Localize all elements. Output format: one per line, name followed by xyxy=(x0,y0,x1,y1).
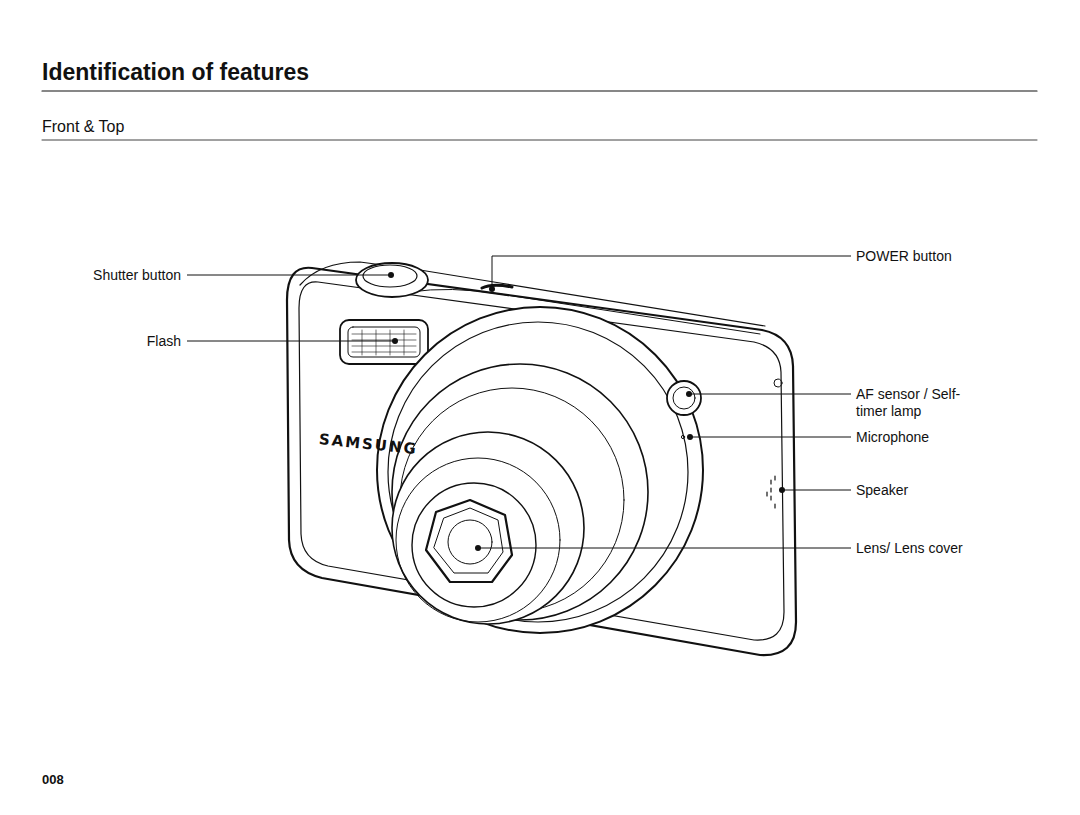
speaker-grille xyxy=(767,476,775,508)
part-label: Speaker xyxy=(856,482,908,499)
section-rule xyxy=(42,140,1037,141)
leader-dot xyxy=(475,545,481,551)
part-label: POWER button xyxy=(856,248,952,265)
leader-line xyxy=(782,490,851,491)
shutter-button xyxy=(356,263,428,297)
leader-dot xyxy=(687,434,693,440)
part-label: Flash xyxy=(147,333,181,350)
leader-line xyxy=(187,275,391,276)
power-button xyxy=(482,285,512,288)
shutter-button-top xyxy=(363,265,417,287)
leader-line xyxy=(492,256,851,289)
lens-glass xyxy=(448,520,492,564)
page-title: Identification of features xyxy=(42,59,309,87)
leader-line xyxy=(187,341,395,342)
microphone-hole xyxy=(681,435,684,438)
lens-ring-outer xyxy=(377,307,703,633)
part-label: Lens/ Lens cover xyxy=(856,540,963,557)
page-number: 008 xyxy=(42,772,64,788)
strap-lug xyxy=(774,379,782,387)
lens-cover xyxy=(426,500,512,582)
lens-barrel-1-inner xyxy=(400,388,624,612)
leader-dot xyxy=(388,272,394,278)
leader-line xyxy=(478,548,851,549)
leader-dot xyxy=(686,391,692,397)
camera-front-panel xyxy=(299,282,784,640)
part-label: Shutter button xyxy=(93,267,181,284)
af-lamp-inner xyxy=(673,387,695,409)
lens-cover-inner xyxy=(434,508,503,573)
title-rule xyxy=(42,90,1037,91)
lens-front xyxy=(412,483,536,607)
leader-dot xyxy=(779,487,785,493)
part-label: AF sensor / Self-timer lamp xyxy=(856,386,974,420)
lens-barrel-2-inner xyxy=(396,458,560,622)
flash-inner xyxy=(348,327,420,357)
leader-dot xyxy=(392,338,398,344)
leader-line xyxy=(690,437,851,438)
leader-line xyxy=(689,394,851,395)
lens-barrel-2 xyxy=(392,432,584,624)
flash-window xyxy=(340,320,428,364)
section-heading: Front & Top xyxy=(42,117,124,136)
leader-dot xyxy=(489,286,495,292)
part-label: Microphone xyxy=(856,429,929,446)
camera-body xyxy=(287,268,796,655)
af-lamp xyxy=(667,381,701,415)
